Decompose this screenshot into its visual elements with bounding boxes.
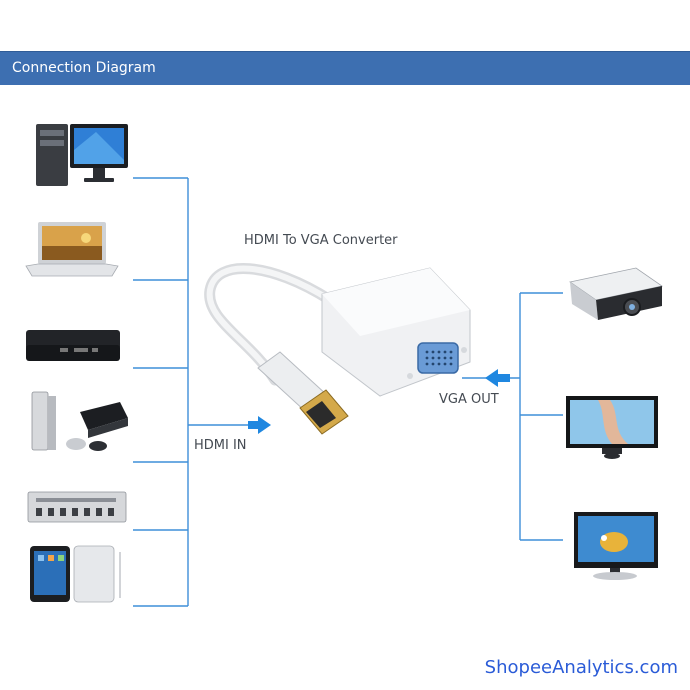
header-bar: Connection Diagram bbox=[0, 51, 690, 85]
watermark: ShopeeAnalytics.com bbox=[484, 657, 678, 678]
diagram-title: Connection Diagram bbox=[12, 60, 156, 76]
tablet-icon bbox=[30, 545, 121, 603]
media-box-icon bbox=[26, 330, 120, 361]
vga-out-label: VGA OUT bbox=[439, 392, 499, 407]
display-connector-lines bbox=[462, 292, 563, 541]
source-connector-lines bbox=[133, 177, 255, 607]
projector-icon bbox=[569, 267, 663, 320]
hdmi-to-vga-adapter bbox=[204, 263, 471, 435]
game-console-icon bbox=[31, 391, 128, 451]
desktop-computer-icon bbox=[36, 124, 128, 186]
vga-out-arrow bbox=[485, 369, 510, 387]
monitor-icon bbox=[566, 396, 658, 459]
dvd-player-icon bbox=[27, 491, 127, 523]
hdmi-in-arrow bbox=[248, 416, 271, 434]
hdmi-in-label: HDMI IN bbox=[194, 438, 247, 453]
adapter-label: HDMI To VGA Converter bbox=[244, 233, 398, 248]
tv-icon bbox=[574, 512, 658, 580]
laptop-icon bbox=[25, 222, 119, 277]
